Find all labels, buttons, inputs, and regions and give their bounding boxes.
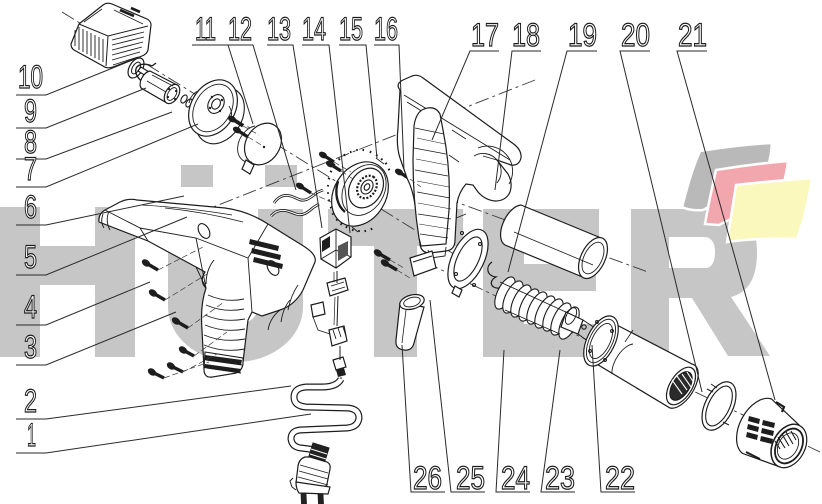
svg-text:4: 4	[24, 289, 37, 325]
svg-text:19: 19	[568, 17, 597, 53]
svg-text:5: 5	[24, 239, 37, 275]
svg-text:23: 23	[545, 460, 575, 496]
svg-text:2: 2	[24, 383, 37, 419]
svg-text:3: 3	[24, 329, 37, 365]
svg-text:8: 8	[24, 124, 37, 160]
svg-text:26: 26	[413, 460, 442, 496]
svg-text:12: 12	[228, 11, 252, 47]
svg-text:7: 7	[24, 151, 37, 187]
svg-text:15: 15	[339, 11, 363, 47]
svg-text:22: 22	[605, 460, 635, 496]
svg-text:18: 18	[512, 17, 540, 53]
svg-text:9: 9	[24, 93, 37, 129]
svg-text:16: 16	[374, 11, 398, 47]
svg-text:13: 13	[267, 11, 291, 47]
svg-text:21: 21	[678, 17, 707, 53]
svg-text:20: 20	[621, 17, 650, 53]
svg-text:25: 25	[456, 460, 485, 496]
svg-text:17: 17	[471, 17, 499, 53]
svg-text:10: 10	[18, 59, 43, 95]
svg-text:11: 11	[195, 11, 216, 47]
svg-text:6: 6	[24, 189, 37, 225]
svg-text:1: 1	[27, 417, 36, 453]
svg-text:24: 24	[501, 460, 530, 496]
svg-text:14: 14	[302, 11, 326, 47]
